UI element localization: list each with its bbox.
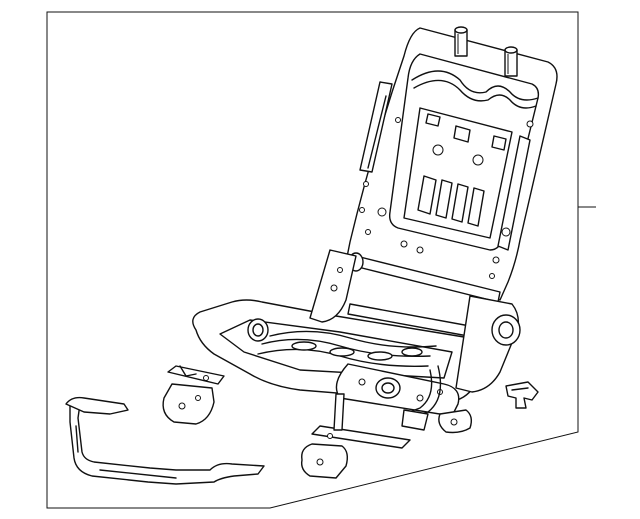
lumbar-slots [417, 113, 507, 227]
panel-border [46, 11, 579, 509]
headrest-guide-right [504, 46, 518, 77]
seat-track-right [300, 393, 473, 479]
clip [505, 381, 539, 409]
seat-track-left [162, 365, 225, 425]
backrest-side-right [497, 135, 531, 251]
top-wire [411, 70, 539, 101]
harness [403, 369, 433, 415]
backrest-holes [359, 117, 534, 279]
headrest-guide-left [454, 26, 468, 57]
hip-rail [65, 396, 265, 485]
cushion-springs [257, 330, 437, 367]
seat-frame-assembly [162, 26, 558, 479]
